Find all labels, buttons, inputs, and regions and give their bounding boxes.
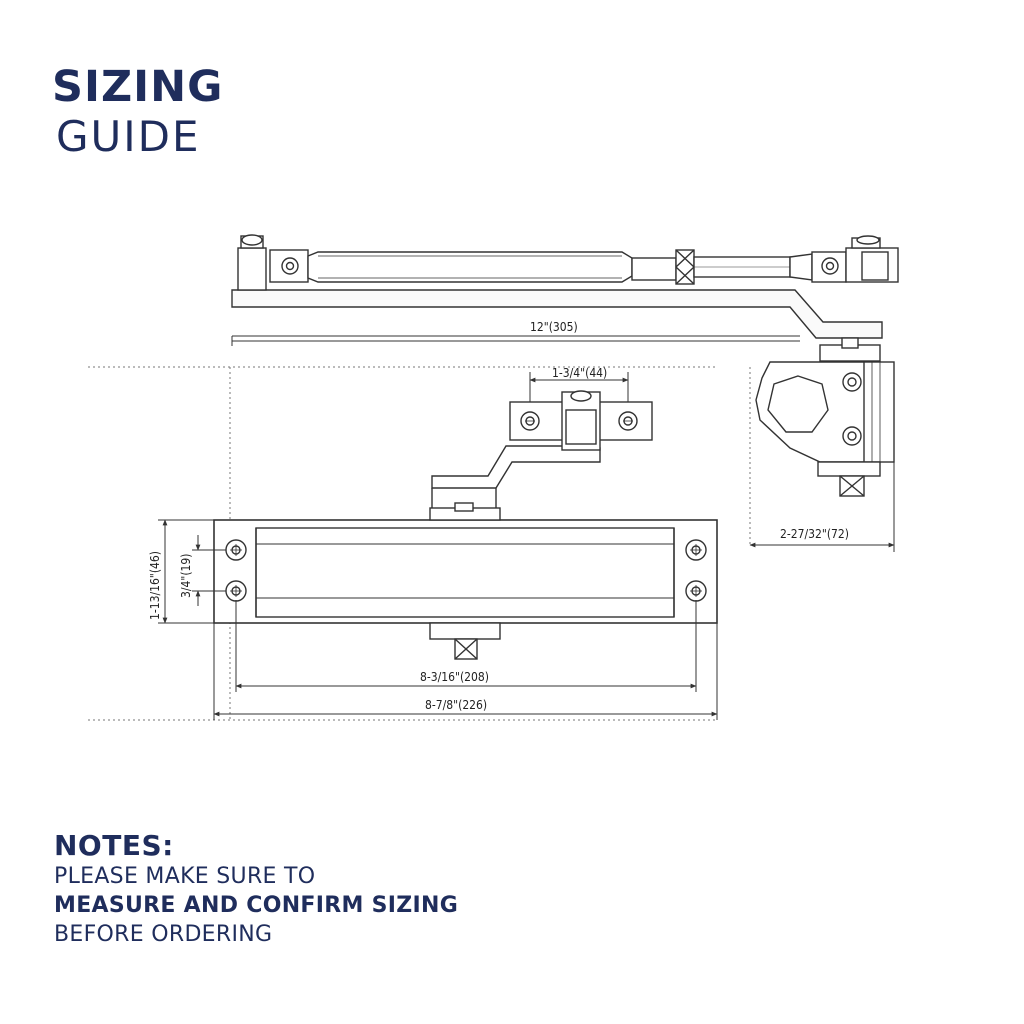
offset-arm (431, 445, 601, 508)
dim-mount-hole-horizontal: 8-3/16"(208) (420, 670, 489, 684)
arm-assembly (231, 234, 899, 339)
dim-body-length: 8-7/8"(226) (425, 698, 487, 712)
dim-shoe-depth: 2-27/32"(72) (780, 527, 849, 541)
page-subtitle: GUIDE (56, 112, 201, 161)
page-title: SIZING (52, 62, 224, 112)
mounting-bracket (509, 390, 653, 451)
dim-arm-length: 12"(305) (530, 320, 578, 334)
notes-heading: NOTES: (54, 829, 174, 862)
notes-line-3: BEFORE ORDERING (54, 922, 273, 947)
dim-body-height: 1-13/16"(46) (148, 551, 162, 620)
parallel-arm-shoe (755, 337, 895, 497)
dim-bracket-hole-spacing: 1-3/4"(44) (552, 366, 607, 380)
notes-line-1: PLEASE MAKE SURE TO (54, 864, 316, 889)
notes-line-2: MEASURE AND CONFIRM SIZING (54, 893, 459, 918)
dim-mount-hole-vertical: 3/4"(19) (179, 554, 193, 599)
notes-block: NOTES: PLEASE MAKE SURE TO MEASURE AND C… (54, 830, 458, 949)
closer-body (213, 502, 718, 660)
